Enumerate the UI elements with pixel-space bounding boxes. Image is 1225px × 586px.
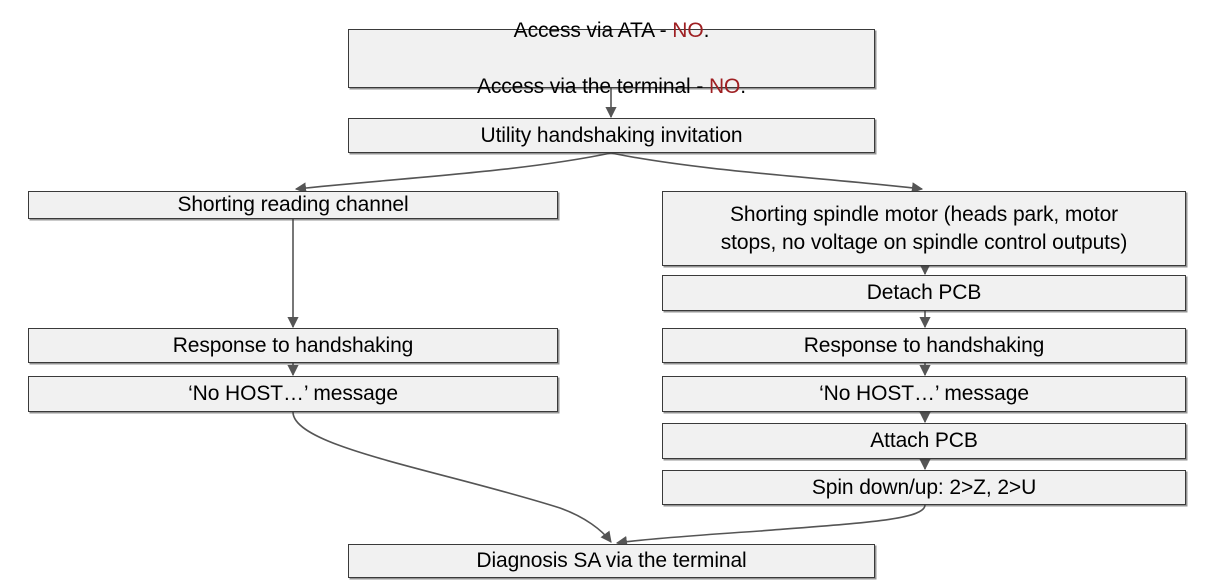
edge-utility-to-shorting-reading-channel [294, 152, 612, 194]
edge-spin-to-diagnosis [615, 504, 926, 548]
node-label: Response to handshaking [803, 333, 1045, 357]
node-diagnosis-sa-via-terminal: Diagnosis SA via the terminal [348, 544, 875, 578]
node-label: Shorting spindle motor (heads park, moto… [720, 202, 1128, 254]
node-label: ‘No HOST…’ message [819, 382, 1029, 405]
node-no-host-message-right: ‘No HOST…’ message [662, 376, 1186, 412]
node-shorting-reading-channel: Shorting reading channel [28, 191, 558, 219]
edge-utility-to-shorting-spindle-motor [610, 152, 924, 194]
node-response-to-handshaking-left: Response to handshaking [28, 328, 558, 363]
node-no-host-message-left: ‘No HOST…’ message [28, 376, 558, 412]
node-label: Utility handshaking invitation [480, 123, 743, 147]
node-label: Response to handshaking [172, 333, 414, 357]
node-response-to-handshaking-right: Response to handshaking [662, 328, 1186, 363]
edge-nohost-left-to-diagnosis [292, 411, 612, 543]
node-label: Shorting reading channel [177, 193, 409, 216]
node-detach-pcb: Detach PCB [662, 275, 1186, 311]
node-label: Detach PCB [866, 281, 982, 304]
node-label: Attach PCB [870, 429, 978, 452]
node-attach-pcb: Attach PCB [662, 423, 1186, 459]
access-ata-value: NO [672, 18, 704, 42]
node-spin-down-up: Spin down/up: 2>Z, 2>U [662, 470, 1186, 505]
node-utility-handshaking-invitation: Utility handshaking invitation [348, 118, 875, 153]
access-check-line-2: Access via the terminal - NO. [476, 74, 747, 98]
node-label: Diagnosis SA via the terminal [476, 549, 747, 572]
node-label: Spin down/up: 2>Z, 2>U [811, 475, 1037, 499]
access-check-line-1: Access via ATA - NO. [513, 18, 710, 42]
node-shorting-spindle-motor: Shorting spindle motor (heads park, moto… [662, 191, 1186, 266]
node-label: ‘No HOST…’ message [188, 382, 398, 405]
node-access-check: Access via ATA - NO. Access via the term… [348, 19, 875, 98]
access-terminal-value: NO [708, 74, 741, 98]
